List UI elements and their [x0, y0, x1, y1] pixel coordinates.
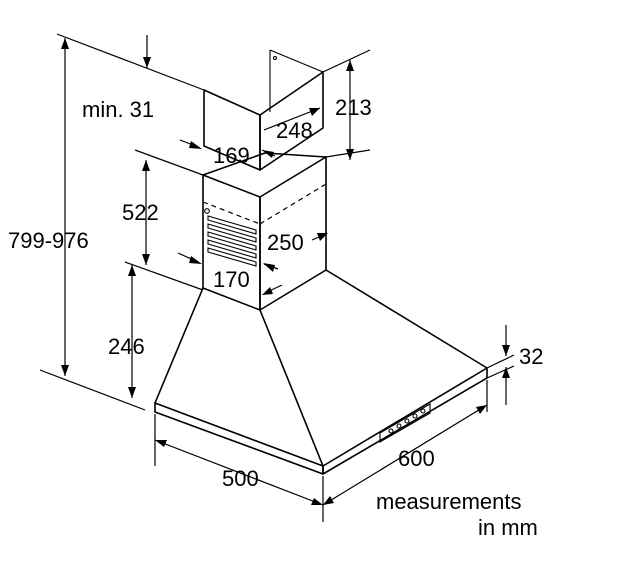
lower-chimney — [202, 152, 327, 311]
label-canopy-edge: 32 — [519, 344, 543, 369]
label-chimney-upper-depth: 248 — [276, 118, 313, 143]
label-chimney-lower-depth: 250 — [267, 230, 304, 255]
label-min-top: min. 31 — [82, 97, 154, 122]
label-measurements-note-line2: in mm — [478, 515, 538, 540]
label-width: 600 — [398, 446, 435, 471]
label-chimney-lower-height: 522 — [122, 200, 159, 225]
label-canopy-height: 246 — [108, 334, 145, 359]
label-measurements-note-line1: measurements — [376, 489, 522, 514]
vent-grille — [207, 215, 257, 267]
dimension-lines — [39, 33, 515, 522]
label-chimney-upper-width: 169 — [213, 143, 250, 168]
control-panel — [379, 403, 431, 443]
label-depth: 500 — [222, 466, 259, 491]
label-chimney-upper-height: 213 — [335, 95, 372, 120]
upper-chimney — [203, 49, 324, 171]
hood-drawing — [154, 49, 488, 475]
label-chimney-lower-width: 170 — [213, 267, 250, 292]
canopy — [154, 269, 488, 475]
dimension-labels: min. 31 799-976 213 248 169 522 250 170 … — [8, 95, 543, 540]
label-height-total: 799-976 — [8, 228, 89, 253]
